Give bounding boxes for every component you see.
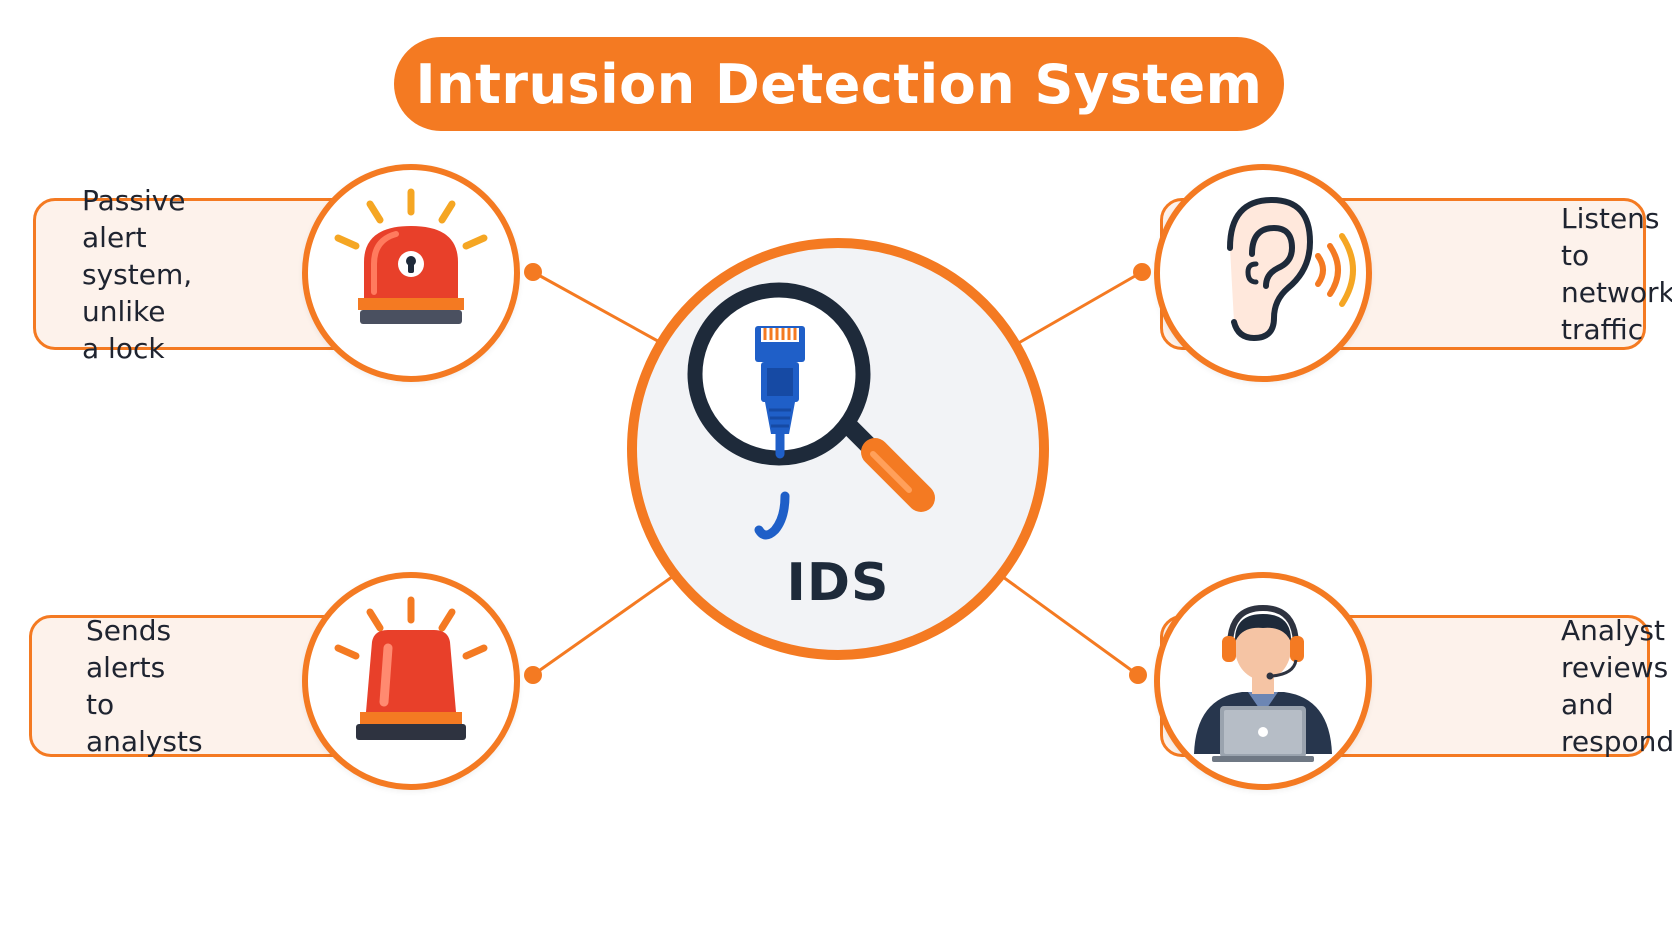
siren-icon xyxy=(302,572,520,790)
node-text-bottom-right: Analyst reviews and responds xyxy=(1561,614,1672,758)
center-ids-node: IDS xyxy=(627,238,1049,660)
connector-bottom-left xyxy=(532,575,673,677)
connector-top-left xyxy=(532,270,666,347)
title-banner: Intrusion Detection System xyxy=(394,37,1284,131)
analyst-laptop-icon xyxy=(1154,572,1372,790)
ear-icon xyxy=(1154,164,1372,382)
connector-dot-bottom-right xyxy=(1129,666,1147,684)
node-text-top-left: Passive alert system, unlike a lock xyxy=(82,183,193,365)
node-text-bottom-left: Sends alerts to analysts xyxy=(86,614,203,758)
connector-dot-top-right xyxy=(1133,263,1151,281)
node-text-top-right: Listens to network traffic xyxy=(1561,202,1672,346)
connector-dot-bottom-left xyxy=(524,666,542,684)
node-card-bottom-left: Sends alerts to analysts xyxy=(29,614,359,758)
connector-dot-top-left xyxy=(524,263,542,281)
ids-label: IDS xyxy=(786,553,890,613)
connector-top-right xyxy=(1014,270,1143,347)
magnifier-network-cable-icon xyxy=(687,282,935,540)
title-text: Intrusion Detection System xyxy=(415,52,1263,116)
connector-bottom-right xyxy=(1002,575,1139,677)
siren-lock-icon xyxy=(302,164,520,382)
